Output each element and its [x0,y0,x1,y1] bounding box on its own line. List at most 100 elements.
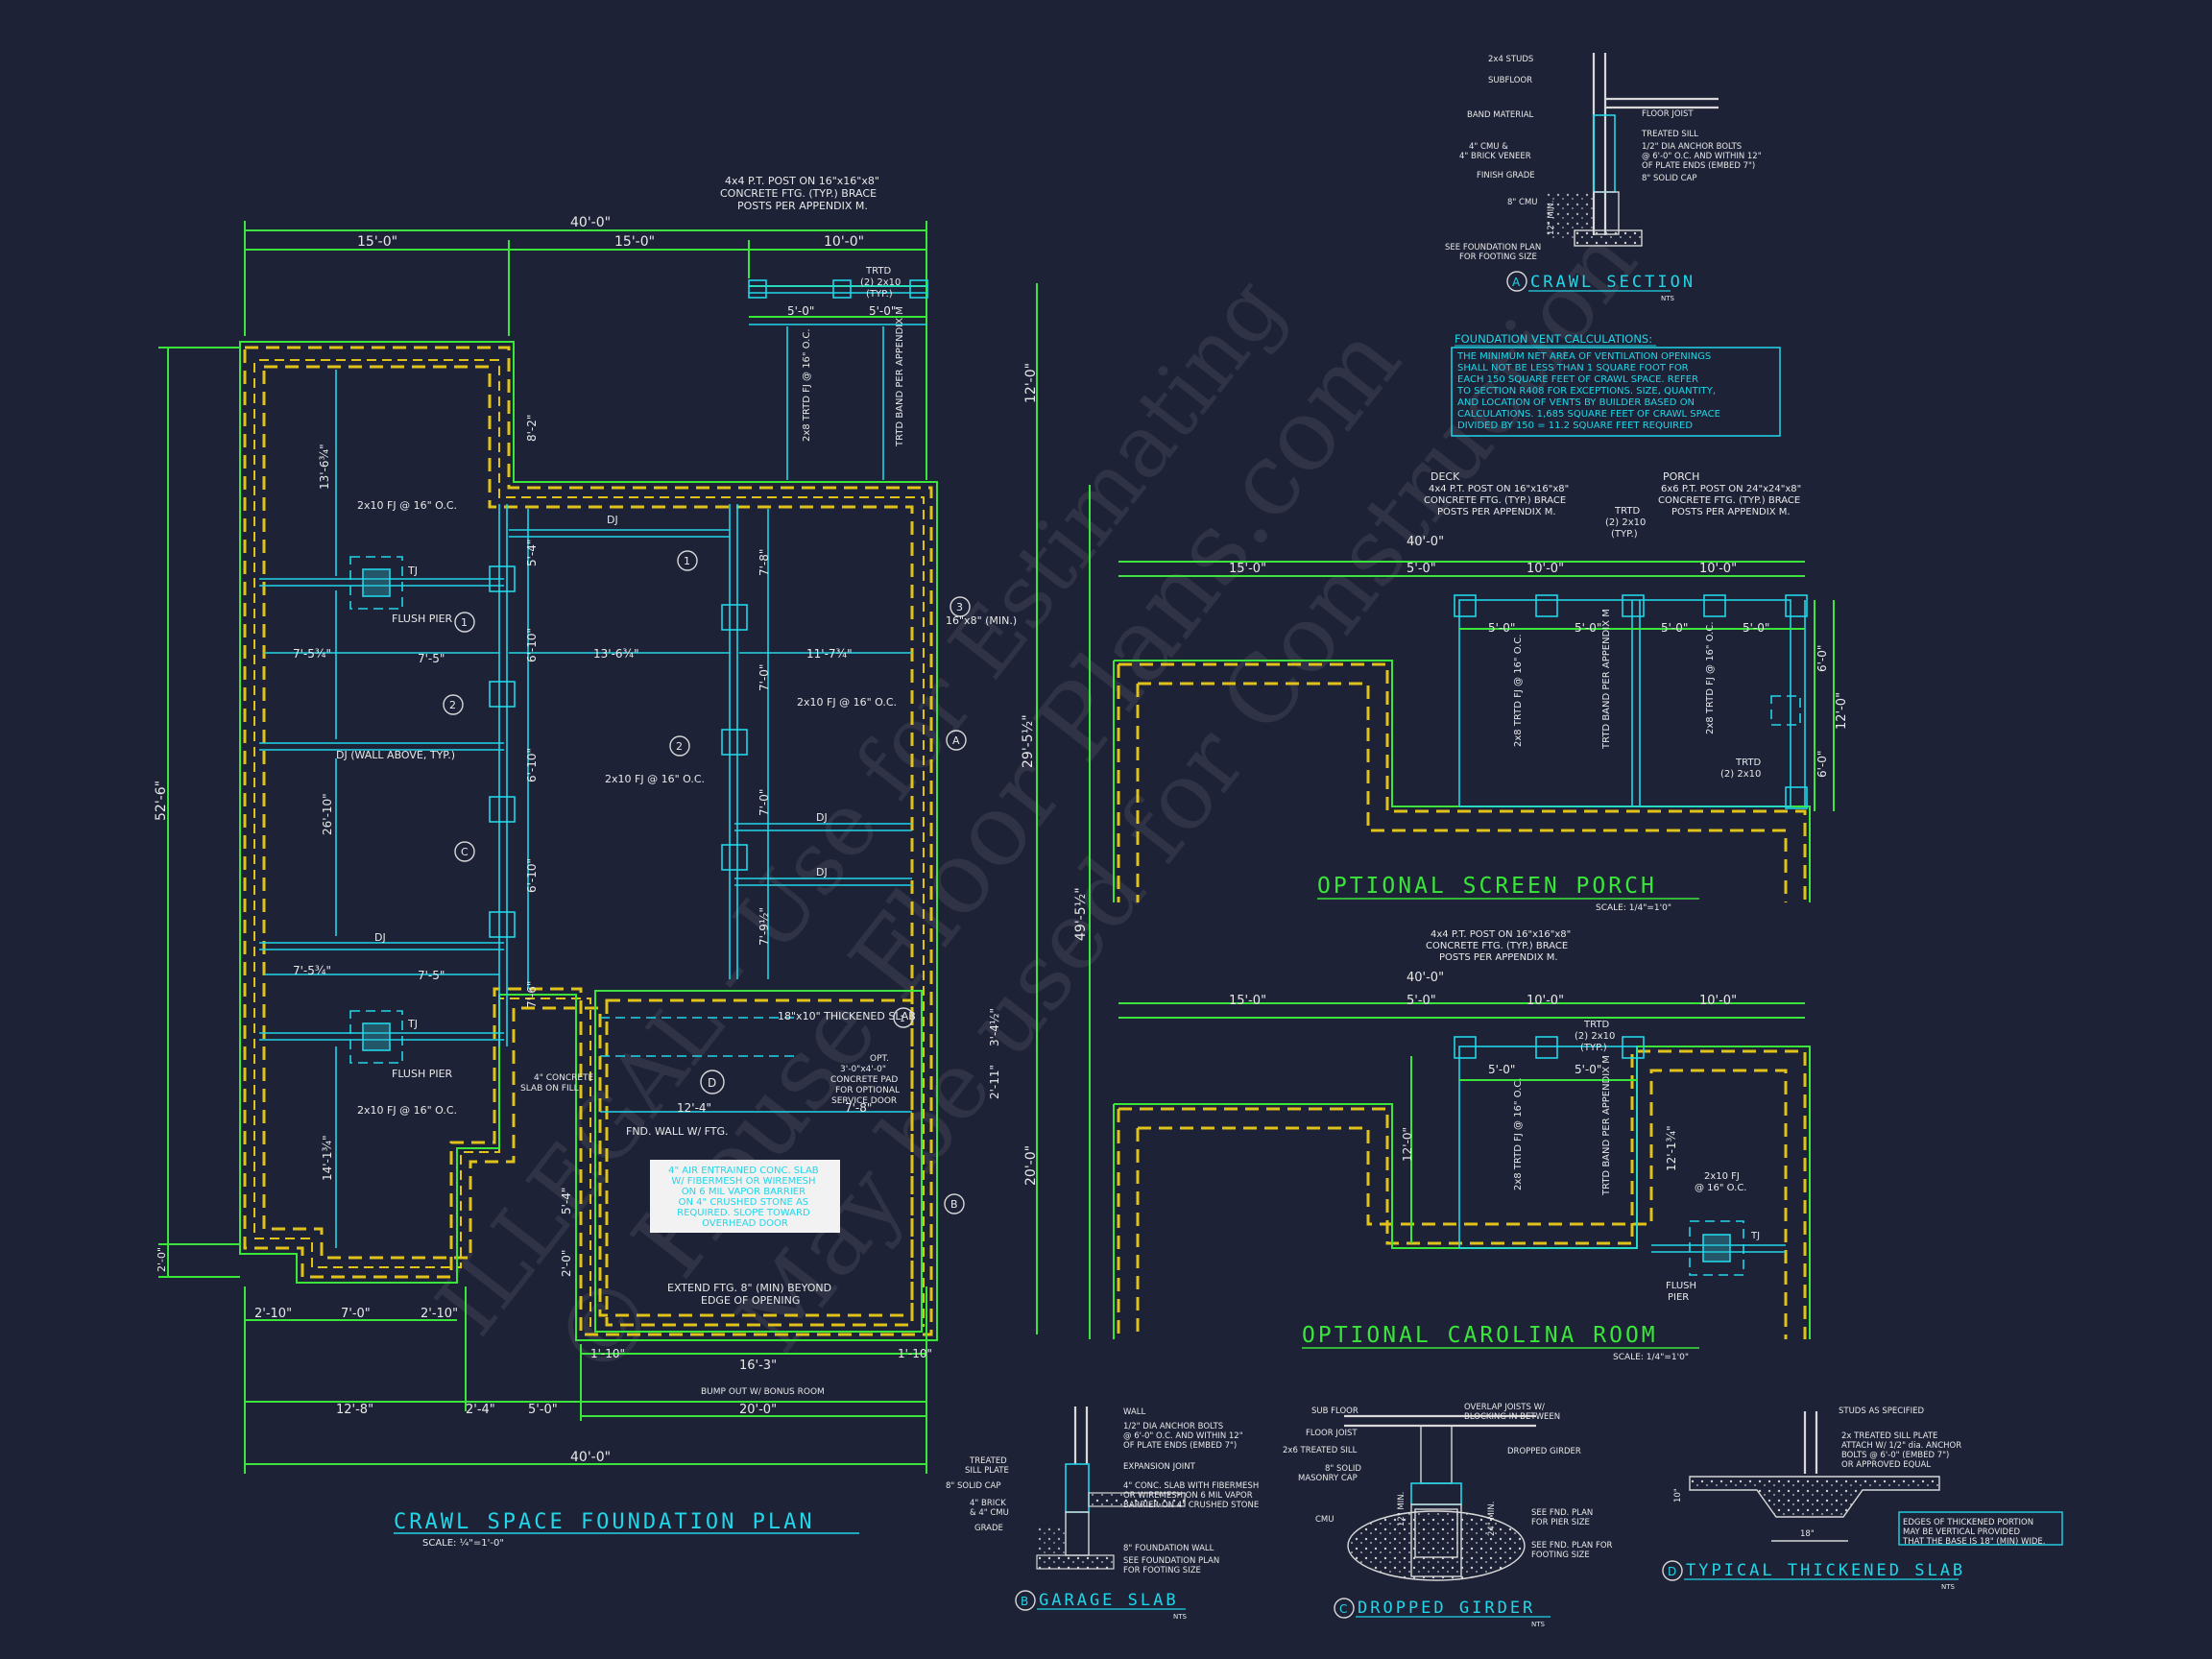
idim-24: 3'-4½" [988,1008,1001,1046]
dim-bot-5: 2'-4" [466,1403,495,1417]
idim-18: 7'-0" [757,789,771,816]
porch-frame [748,279,928,480]
dim-overall-top: 40'-0" [570,215,611,230]
dj-label-1: DJ [607,514,618,526]
vent-line-4: TO SECTION R408 FOR EXCEPTIONS. SIZE, QU… [1456,386,1716,397]
idim-6: 11'-7¾" [806,647,853,661]
marker-2a: 2 [449,699,456,711]
screen-porch-title: OPTIONAL SCREEN PORCH [1317,874,1657,899]
ts-dim-2: 18" [1800,1529,1815,1539]
cr-sub-2: 5'-0" [1575,1063,1601,1076]
dg-dim-1: 12" MIN. [1397,1492,1407,1527]
vent-size-label: 16"x8" (MIN.) [946,614,1017,627]
idim-14: 5'-4" [525,540,539,566]
idim-22: 5'-4" [560,1188,573,1214]
cr-scale: SCALE: 1/4"=1'0" [1613,1353,1689,1362]
footing-outline-2 [253,360,591,1327]
crawl-space-foundation-plan [158,221,1091,1474]
sp-band: TRTD BAND PER APPENDIX M [1601,609,1612,750]
sp-dim-4: 10'-0" [1527,562,1564,576]
cr-dim-5: 10'-0" [1699,994,1737,1008]
dim-right-d: 20'-0" [1023,1145,1039,1186]
fj-label-2: 2x10 FJ @ 16" O.C. [605,773,705,785]
cs-dim: 12" MIN. [1547,201,1556,235]
thickened-slab-title: TYPICAL THICKENED SLAB [1686,1561,1965,1580]
ts-tag: D [1668,1565,1676,1578]
cs-nts: NTS [1661,295,1675,302]
cr-note: 4x4 P.T. POST ON 16"x16"x8"CONCRETE FTG.… [1426,929,1571,963]
porch-post-note: 4x4 P.T. POST ON 16"x16"x8" CONCRETE FTG… [720,175,882,212]
dim-porch-a: 5'-0" [787,304,814,318]
sp-trtd2: TRTD(2) 2x10 [1720,757,1761,780]
vent-calc-box [1451,347,1781,437]
crawl-section-title: CRAWL SECTION [1530,273,1695,292]
garage-slab-title: GARAGE SLAB [1039,1591,1179,1610]
carolina-room-plan [1113,1002,1811,1339]
idim-12: 6'-10" [525,748,539,782]
idim-10: 14'-1¾" [321,1135,334,1181]
gs-label-2: 1/2" DIA ANCHOR BOLTS@ 6'-0" O.C. AND WI… [1123,1422,1243,1451]
vent-line-3: EACH 150 SQUARE FEET OF CRAWL SPACE. REF… [1457,374,1698,385]
dim-porch-b: 5'-0" [869,304,896,318]
flush-pier-2: FLUSH PIER [392,1068,453,1080]
sp-dim-1: 40'-0" [1407,535,1444,549]
cs-label-8: FLOOR JOIST [1642,109,1694,119]
cr-side-1: 12'-0" [1401,1127,1414,1162]
cs-label-3: BAND MATERIAL [1467,110,1534,120]
dg-label-5: CMU [1315,1515,1334,1525]
dg-tag: C [1339,1602,1347,1616]
idim-3: 7'-5¾" [293,647,331,661]
screen-porch-wall [1118,662,1807,902]
screen-porch-plan [1113,561,1835,902]
sp-dim-right: 12'-0" [1835,692,1849,730]
dj-label-4: DJ [816,811,828,824]
dim-bot-7: 20'-0" [739,1403,777,1417]
vent-line-7: DIVIDED BY 150 = 11.2 SQUARE FEET REQUIR… [1457,421,1693,431]
cr-dim-3: 5'-0" [1407,994,1436,1008]
dim-left-overall: 52'-6" [154,781,169,821]
gs-tag: B [1021,1595,1028,1608]
slab-note-box [650,1160,840,1233]
dim-bot-10: 1'-10" [590,1347,625,1360]
idim-4: 7'-5" [418,652,445,665]
idim-16: 7'-8" [757,549,771,576]
marker-1c: 1 [900,1015,905,1024]
dg-label-1: SUB FLOOR [1311,1407,1358,1416]
sp-fj-a: 2x8 TRTD FJ @ 16" O.C. [1513,634,1524,747]
idim-25: 2'-11" [988,1065,1001,1099]
marker-d: D [708,1076,716,1090]
dg-label-7: DROPPED GIRDER [1507,1447,1581,1456]
dim-bot-4: 12'-8" [336,1403,373,1417]
dg-label-6: OVERLAP JOISTS W/BLOCKING IN BETWEEN [1464,1403,1560,1422]
porch-fj-label: 2x8 TRTD FJ @ 16" O.C. [802,328,812,442]
cs-tag: A [1512,276,1521,289]
vent-line-1: THE MINIMUM NET AREA OF VENTILATION OPEN… [1456,351,1711,362]
main-plan-title: CRAWL SPACE FOUNDATION PLAN [394,1510,815,1534]
sp-fj-b: 2x8 TRTD FJ @ 16" O.C. [1705,621,1716,734]
gs-label-8: GRADE [974,1524,1003,1533]
idim-7: 26'-10" [321,793,334,835]
cr-dim-4: 10'-0" [1527,994,1564,1008]
sp-porch-note: 6x6 P.T. POST ON 24"x24"x8"CONCRETE FTG.… [1658,484,1801,517]
piers [349,556,748,1064]
dim-bot-8: 40'-0" [570,1450,611,1465]
idim-1: 13'-6¾" [318,444,331,490]
cr-dim-2: 15'-0" [1229,994,1266,1008]
cr-trtd: TRTD(2) 2x10(TYP.) [1575,1020,1615,1053]
ts-dim-1: 10" [1673,1488,1683,1503]
dim-bot-6: 5'-0" [528,1403,558,1417]
cs-label-6: 8" CMU [1507,198,1538,207]
garage-slab-detail [1036,1407,1186,1570]
garage-slab-outline [594,990,923,1333]
foundation-wall-outer [243,346,933,1336]
dj-label-2: DJ (WALL ABOVE, TYP.) [336,749,455,761]
thickened-slab-detail [1689,1411,2063,1546]
cr-tj: TJ [1750,1231,1760,1241]
